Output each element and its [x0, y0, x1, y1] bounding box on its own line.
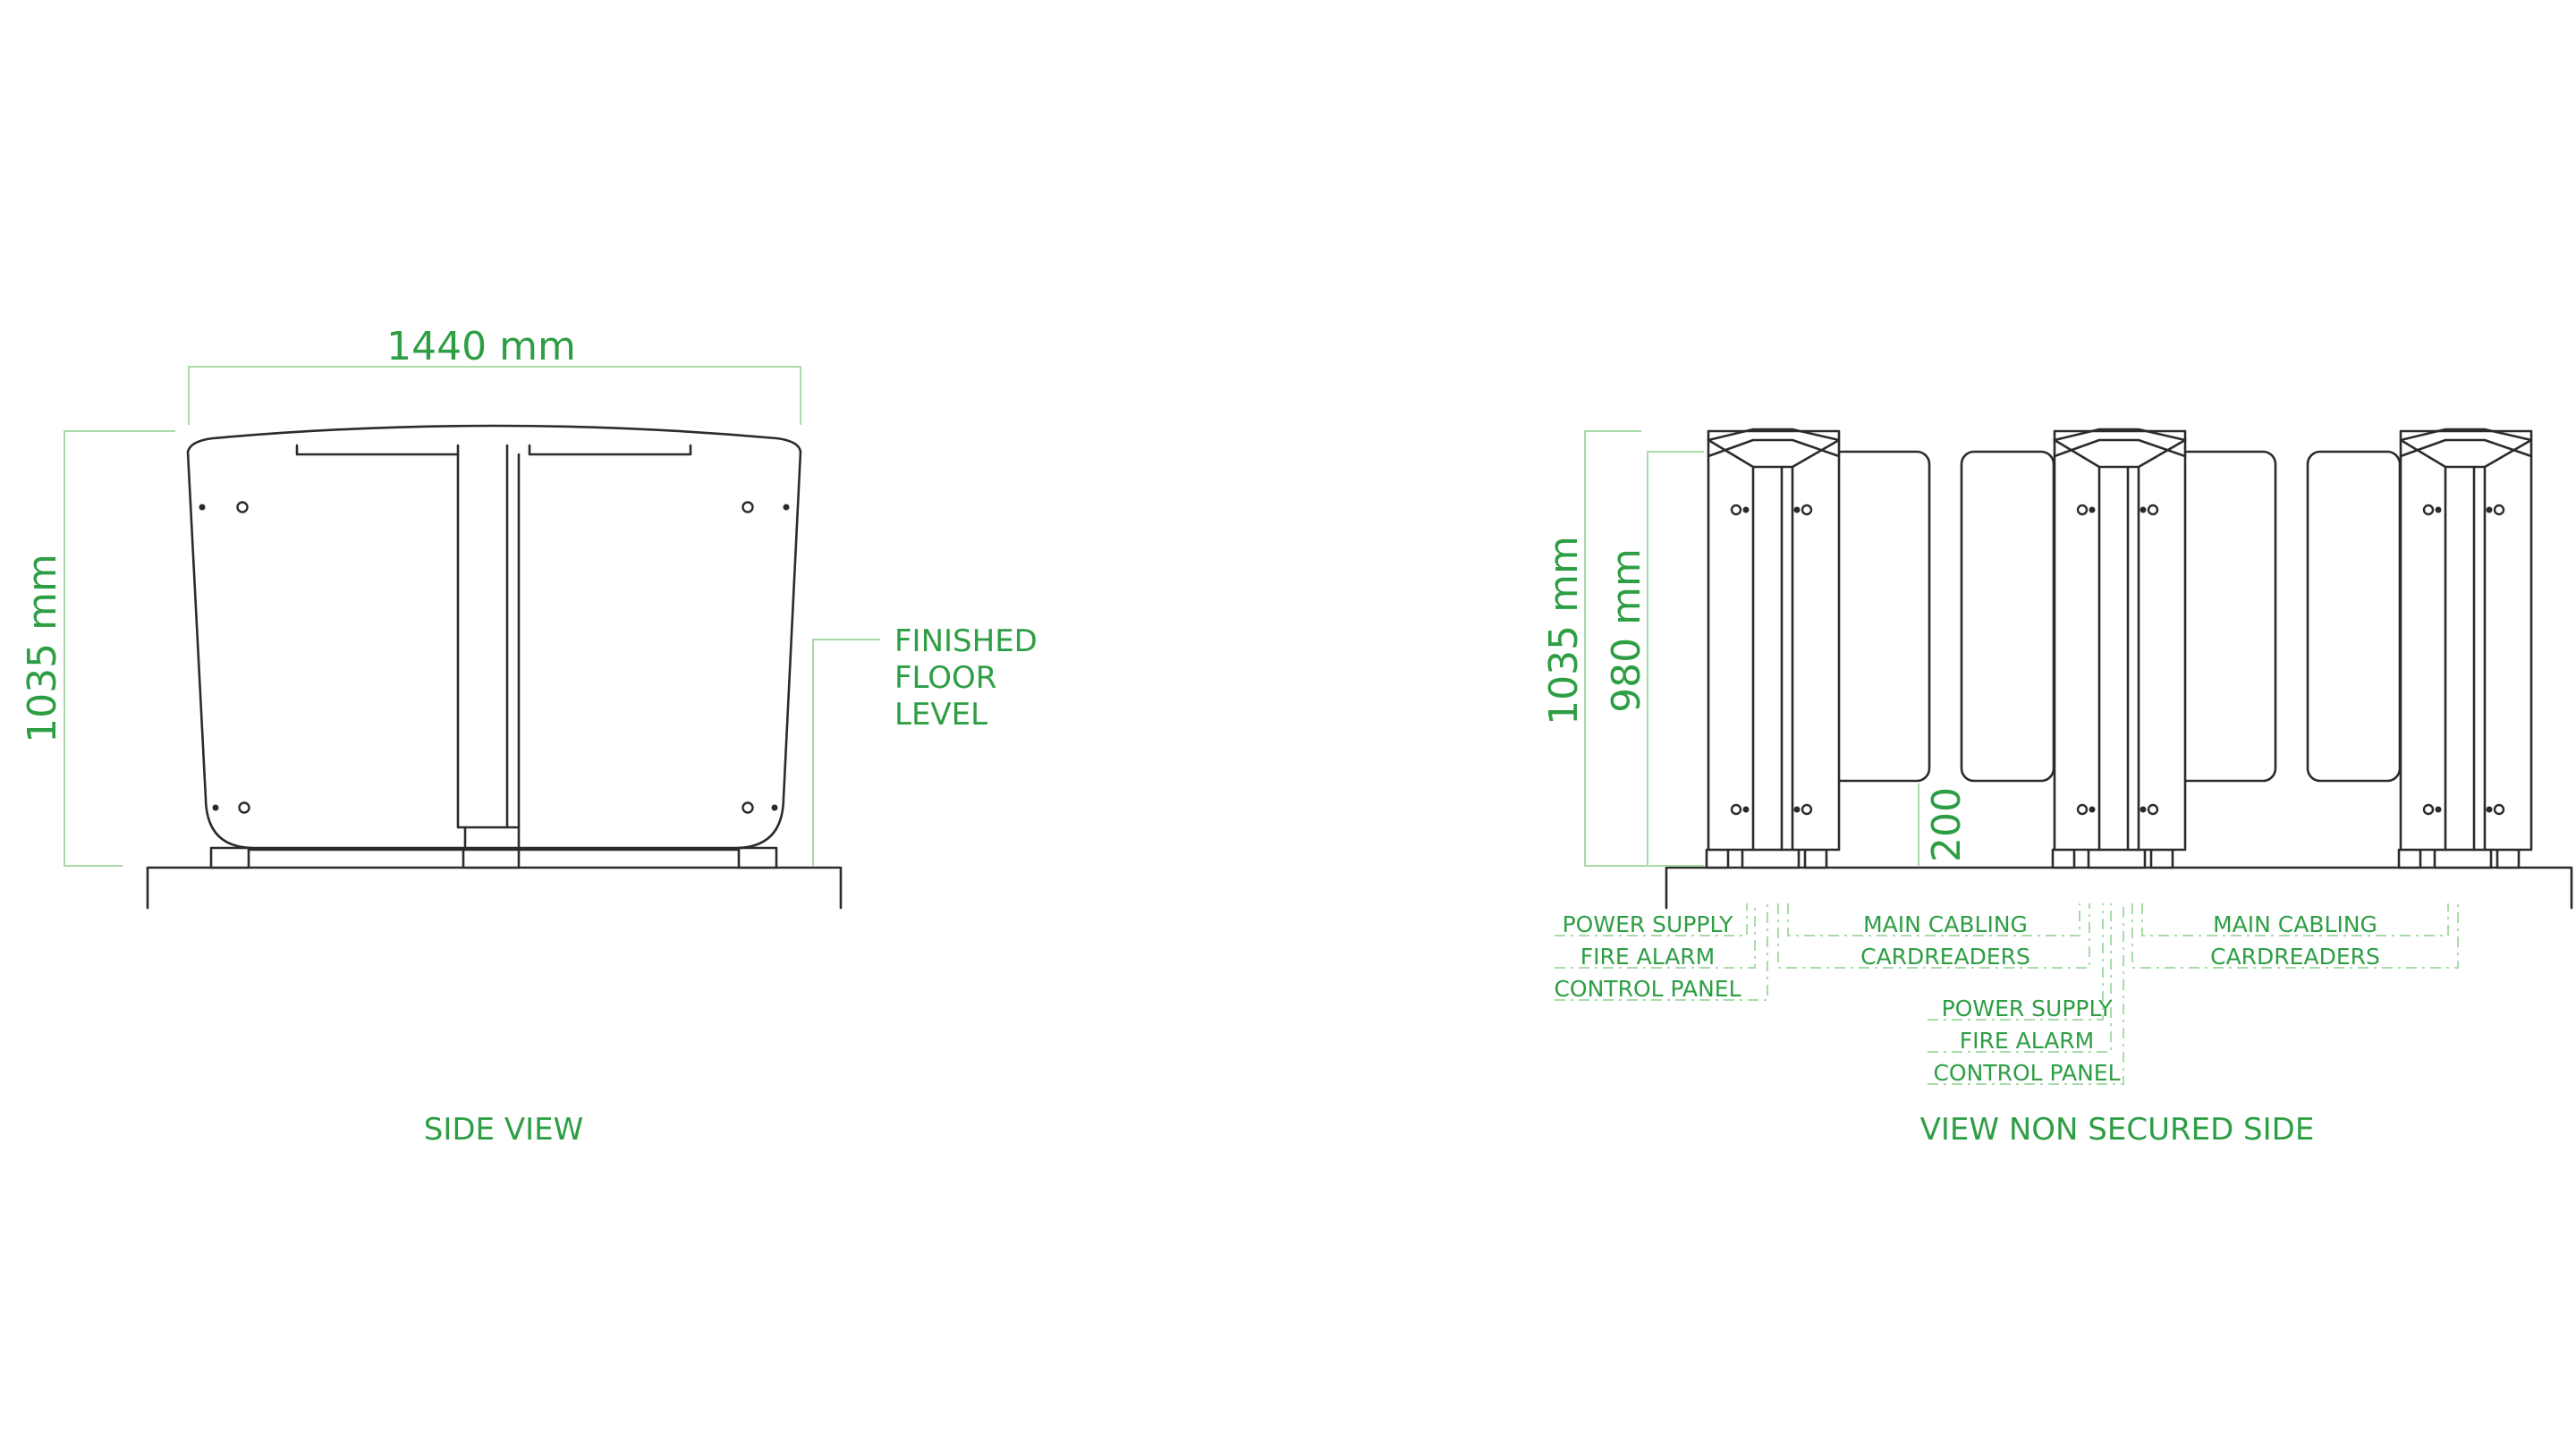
- flap-panel: [2174, 450, 2277, 783]
- label-fire-alarm-center: FIRE ALARM: [1960, 1028, 2095, 1054]
- side-dot: [771, 804, 778, 811]
- label-power-supply-center: POWER SUPPLY: [1942, 996, 2114, 1021]
- side-dot: [783, 504, 790, 511]
- leader-right-group: [2131, 903, 2459, 969]
- side-body: [186, 424, 802, 850]
- flap-panel: [1827, 450, 1931, 783]
- cabinet-1: [1705, 428, 1841, 869]
- flap-panel: [2306, 450, 2402, 783]
- label-main-cabling-mid: MAIN CABLING: [1863, 911, 2028, 937]
- leader-center-group: [1928, 903, 2124, 1085]
- side-foot-right: [737, 846, 778, 869]
- side-top-panel-right: [528, 444, 692, 456]
- label-fire-alarm-left: FIRE ALARM: [1580, 944, 1716, 970]
- floor-level-label-2: FLOOR: [894, 660, 996, 696]
- side-floor-slab: [146, 866, 843, 910]
- label-control-panel-center: CONTROL PANEL: [1933, 1060, 2120, 1086]
- label-cardreaders-mid: CARDREADERS: [1860, 944, 2030, 970]
- side-top-panel-left: [295, 444, 460, 456]
- label-control-panel-left: CONTROL PANEL: [1554, 976, 1741, 1002]
- side-hole: [238, 801, 250, 814]
- front-view: 1035 mm 980 mm 200 POWER SUPPLY FIRE ALA…: [1541, 428, 2573, 1148]
- front-floor-slab: [1665, 866, 2573, 910]
- front-height-dimension: 1035 mm: [1541, 536, 1587, 725]
- side-hole: [236, 501, 249, 513]
- front-height-dimension-line: [1584, 430, 1704, 867]
- side-height-dimension: 1035 mm: [20, 554, 65, 743]
- floor-level-label-3: LEVEL: [894, 697, 987, 733]
- side-foot-left: [209, 846, 250, 869]
- floor-level-label-1: FINISHED: [894, 623, 1038, 659]
- front-view-caption: VIEW NON SECURED SIDE: [1920, 1112, 2315, 1148]
- cabinet-height-dimension-line: [1647, 451, 1704, 866]
- leader-mid-group: [1777, 903, 2090, 969]
- gap-dimension: 200: [1924, 787, 1970, 862]
- side-dot: [212, 804, 219, 811]
- cabinet-2: [2051, 428, 2187, 869]
- side-view: 1440 mm 1035 mm FINISHED FLOOR LEVEL SID…: [20, 324, 1038, 1148]
- cabinet-3: [2397, 428, 2533, 869]
- side-dot: [199, 504, 206, 511]
- cabinet-height-dimension: 980 mm: [1604, 548, 1649, 713]
- label-power-supply-left: POWER SUPPLY: [1563, 911, 1734, 937]
- flap-panel: [1960, 450, 2055, 783]
- side-width-dimension-line: [188, 366, 801, 425]
- side-height-dimension-line: [64, 430, 175, 867]
- side-hole: [741, 501, 754, 513]
- floor-level-leader: [812, 639, 880, 866]
- side-width-dimension: 1440 mm: [386, 324, 576, 369]
- side-view-caption: SIDE VIEW: [424, 1112, 583, 1148]
- label-cardreaders-right: CARDREADERS: [2210, 944, 2380, 970]
- leader-left-group: [1555, 903, 1768, 1001]
- label-main-cabling-right: MAIN CABLING: [2213, 911, 2377, 937]
- side-center-post: [456, 453, 521, 829]
- side-hole: [741, 801, 754, 814]
